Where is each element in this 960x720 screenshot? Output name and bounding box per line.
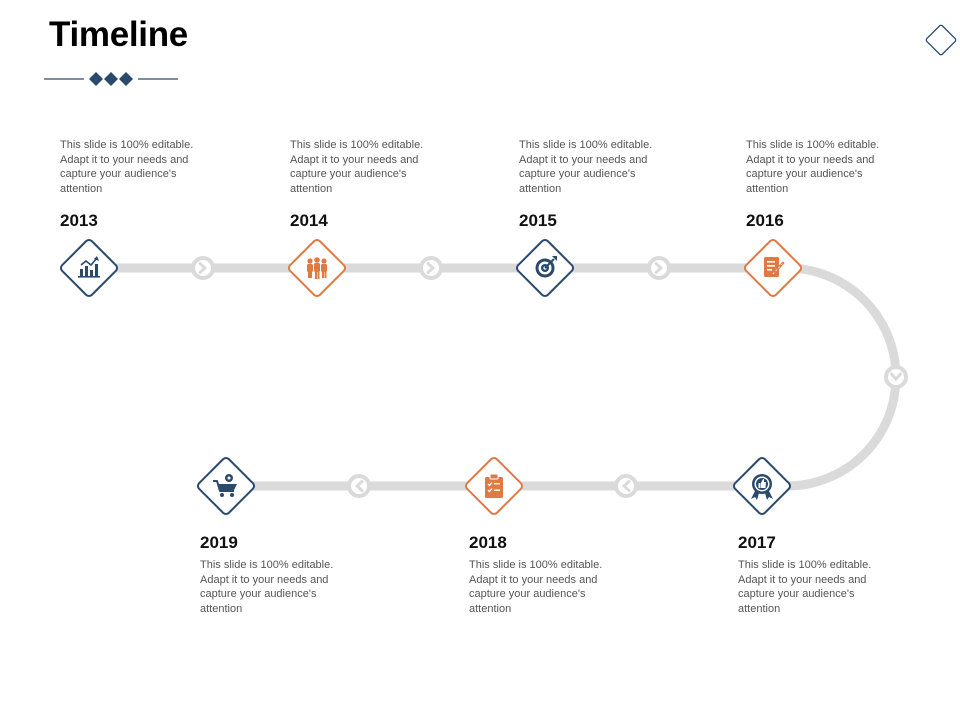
arrow-right-icon [191,256,215,280]
award-badge-icon [751,474,773,500]
arrow-left-icon [614,474,638,498]
arrow-right-icon [647,256,671,280]
slide-title: Timeline [49,15,188,54]
milestone-year: 2017 [738,533,776,552]
team-icon [307,257,327,279]
milestone-year: 2019 [200,533,238,552]
milestone-year: 2018 [469,533,507,552]
arrow-right-icon [419,256,443,280]
milestone-year: 2016 [746,211,784,230]
arrow-down-icon [884,365,908,389]
milestone-year: 2015 [519,211,557,230]
milestone-description: This slide is 100% editable. Adapt it to… [469,559,603,615]
milestone-description: This slide is 100% editable. Adapt it to… [746,139,880,195]
milestone-description: This slide is 100% editable. Adapt it to… [738,559,872,615]
milestone-description: This slide is 100% editable. Adapt it to… [60,139,194,195]
corner-diamond-decoration [925,24,957,56]
clipboard-checklist-icon [485,473,503,498]
milestone-description: This slide is 100% editable. Adapt it to… [200,559,334,615]
bar-chart-icon [78,256,100,278]
milestone-description: This slide is 100% editable. Adapt it to… [290,139,424,195]
milestone-node-2013 [59,238,119,298]
timeline-arrows [191,256,908,498]
milestone-node-2016 [743,238,803,298]
target-icon [535,256,557,278]
milestone-node-2017 [732,456,792,516]
milestone-year: 2013 [60,211,98,230]
milestone-node-2014 [287,238,347,298]
title-underline-decoration [44,72,178,86]
milestone-description: This slide is 100% editable. Adapt it to… [519,139,653,195]
milestone-node-2018 [464,456,524,516]
milestone-year: 2014 [290,211,328,230]
document-edit-icon [764,257,785,277]
arrow-left-icon [347,474,371,498]
milestone-node-2015 [515,238,575,298]
milestone-node-2019 [196,456,256,516]
shopping-cart-icon [213,474,237,497]
timeline-track [84,263,901,491]
